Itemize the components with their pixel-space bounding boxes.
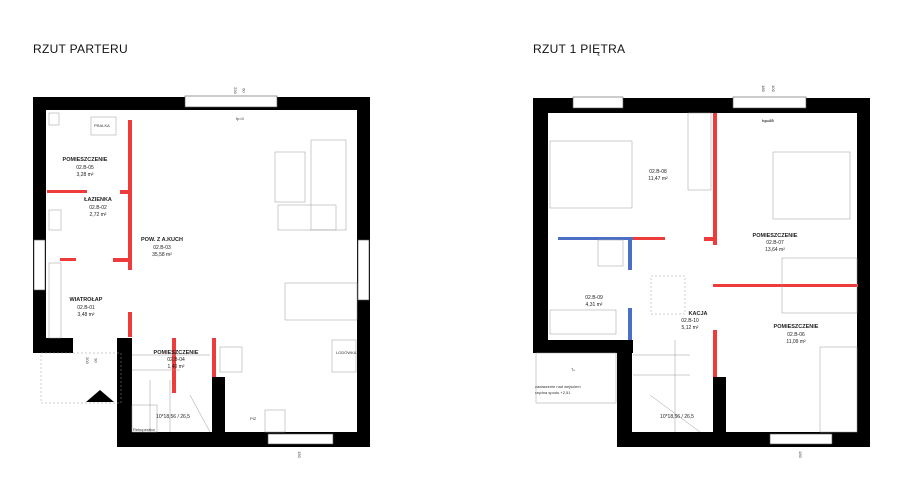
ground-floor-title: RZUT PARTERU <box>33 42 128 56</box>
room-code: 02.B-10 <box>681 318 699 324</box>
window <box>357 239 370 301</box>
window <box>572 96 624 109</box>
piz-label: PIZ <box>250 416 257 421</box>
furniture <box>535 112 858 433</box>
fridge-label: LODÓWKA <box>336 350 357 355</box>
room-area: 11,09 m² <box>786 339 806 345</box>
room-code: 02.B-04 <box>167 357 185 363</box>
room-area: 1,40 m² <box>167 364 185 370</box>
room-code: 02.B-08 <box>649 169 667 175</box>
chimney <box>713 377 726 432</box>
bathroom-partitions <box>558 237 633 340</box>
furniture <box>40 112 358 433</box>
room-code: 02.B-01 <box>77 305 95 311</box>
washer-label: PRALKA <box>94 123 110 128</box>
recuperator-label: Rekuperator <box>133 427 156 432</box>
partitions <box>47 120 216 393</box>
room-code: 02.B-09 <box>585 295 603 301</box>
room-code: 02.B-05 <box>76 165 94 171</box>
room-area: 2,72 m² <box>89 212 107 218</box>
room-name: POMIESZCZENIE <box>773 324 819 330</box>
window-dimension: 100 <box>770 85 776 92</box>
room-name: POMIESZCZENIE <box>153 350 199 356</box>
room-name: POMIESZCZENIE <box>752 233 798 239</box>
room-area: 5,12 m² <box>681 325 699 331</box>
wall <box>33 338 73 353</box>
room-area: 13,64 m² <box>765 247 785 253</box>
canopy-elevation: rzędna spodu +2,51 <box>535 390 571 395</box>
room-code: 02.B-07 <box>766 240 784 246</box>
partitions <box>633 113 858 380</box>
hp-label: hp=85 <box>762 118 774 123</box>
door-dimension: 200 <box>84 357 90 364</box>
first-floor-title: RZUT 1 PIĘTRA <box>533 42 626 56</box>
stairs-label: 10*18,56 / 26,5 <box>156 414 190 420</box>
wall <box>533 98 548 353</box>
window-dimension: 180 <box>760 85 766 92</box>
room-name: POMIESZCZENIE <box>62 157 108 163</box>
slope-label: 2° <box>570 367 576 372</box>
window <box>267 433 334 445</box>
window <box>769 433 833 445</box>
room-area: 3,28 m² <box>76 172 94 178</box>
window <box>33 239 46 291</box>
window-dimension: 60 <box>241 88 247 93</box>
first-floor-plan <box>533 96 870 447</box>
window-dimension: 150 <box>797 451 803 458</box>
room-code: 02.B-06 <box>787 332 805 338</box>
stairs-label: 10*18,56 / 26,5 <box>660 414 694 420</box>
ground-floor-plan <box>33 95 370 447</box>
wall <box>117 338 132 447</box>
room-code: 02.B-02 <box>89 205 107 211</box>
window-dimension: 150 <box>296 451 302 458</box>
wall <box>617 340 632 447</box>
entrance-arrow-icon <box>86 390 114 402</box>
room-name: POW. Z A.KUCH <box>141 237 183 243</box>
room-area: 4,31 m² <box>585 302 603 308</box>
room-name: KACJA <box>688 311 708 317</box>
fp-label: fp=0 <box>236 116 244 121</box>
room-area: 3,48 m² <box>77 312 95 318</box>
room-name: ŁAZIENKA <box>84 197 112 203</box>
room-name: WIATROŁAP <box>69 297 103 303</box>
window-dimension: 230 <box>232 87 238 94</box>
chimney <box>212 377 225 432</box>
door-dimension: 90 <box>93 358 99 363</box>
room-code: 02.B-03 <box>153 245 171 251</box>
window <box>732 96 807 109</box>
wall <box>533 340 633 353</box>
canopy-label: zadaszenie nad wejściem <box>535 384 581 389</box>
wall <box>33 97 46 353</box>
wall <box>857 98 870 447</box>
room-area: 35,58 m² <box>152 252 172 258</box>
room-area: 11,47 m² <box>648 176 668 182</box>
window <box>184 95 278 108</box>
